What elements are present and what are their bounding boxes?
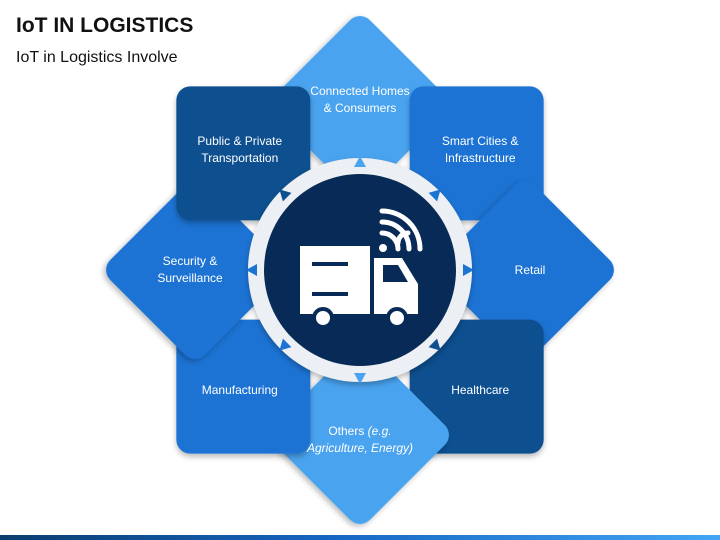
bottom-accent-bar — [0, 535, 720, 540]
petal-others — [271, 346, 449, 524]
page-subtitle: IoT in Logistics Involve — [16, 49, 178, 66]
label-public-private-transportation: Public & Private Transportation — [197, 133, 283, 165]
page-title: IoT IN LOGISTICS — [16, 14, 194, 37]
pointer-connected-homes — [352, 144, 368, 158]
delivery-truck-wifi-icon — [300, 208, 423, 329]
ring-notch-healthcare — [428, 338, 441, 351]
ring-notch-manufacturing — [279, 338, 292, 351]
ring-notch-others — [354, 373, 366, 384]
petal-security-surveillance — [106, 181, 284, 359]
label-manufacturing: Manufacturing — [201, 382, 278, 397]
label-healthcare: Healthcare — [451, 382, 510, 397]
pointer-security-surveillance — [234, 262, 248, 278]
pointer-others — [352, 382, 368, 396]
petal-retail — [436, 181, 614, 359]
pointer-smart-cities — [433, 180, 450, 197]
ring-notch-public-private-transportation — [279, 189, 292, 202]
ring-notch-security-surveillance — [246, 264, 257, 276]
ring-notch-smart-cities — [428, 189, 441, 202]
pointer-retail — [472, 262, 486, 278]
label-smart-cities: Smart Cities & Infrastructure — [441, 133, 519, 165]
label-others: Others (e.g. Agriculture, Energy) — [306, 424, 414, 455]
label-connected-homes: Connected Homes & Consumers — [310, 84, 410, 115]
pointer-healthcare — [433, 343, 450, 360]
ring-notch-retail — [463, 264, 474, 276]
petal-connected-homes — [271, 16, 449, 194]
label-security-surveillance: Security & Surveillance — [157, 254, 223, 285]
pointer-public-private-transportation — [270, 180, 287, 197]
pointer-manufacturing — [270, 343, 287, 360]
label-note: (e.g. Agriculture, Energy) — [306, 424, 414, 455]
ring-notch-connected-homes — [354, 156, 366, 167]
label-retail: Retail — [514, 262, 546, 277]
